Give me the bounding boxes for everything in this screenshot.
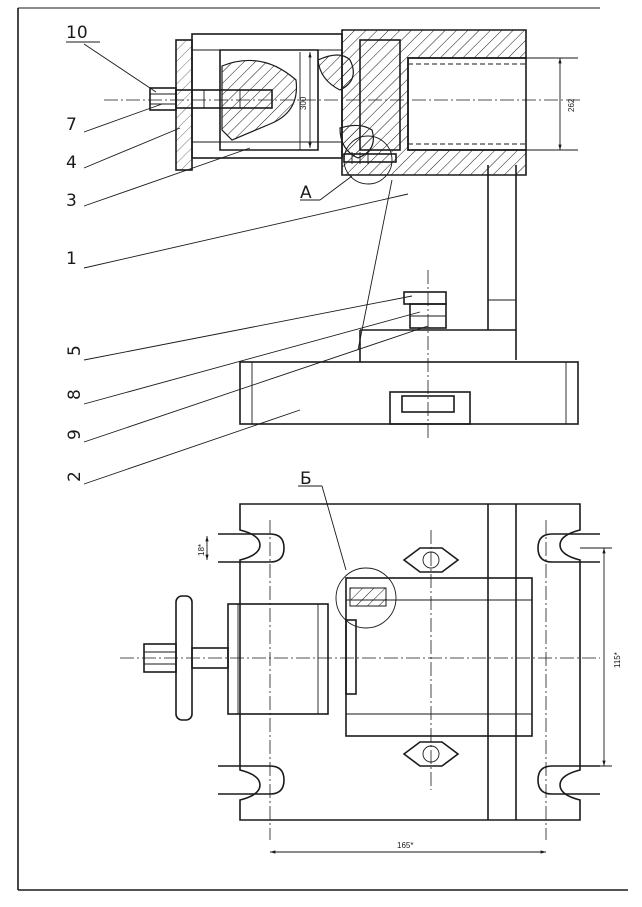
part-label-7: 7 <box>66 115 77 135</box>
slot-right-top <box>537 533 600 563</box>
cylinder-bore <box>407 57 527 151</box>
dim-300: 300 <box>299 96 308 110</box>
plunger <box>219 49 319 151</box>
part-label-9: 9 <box>65 429 85 440</box>
dim-262: 262 <box>567 98 576 112</box>
hex-nut-top <box>402 547 460 573</box>
slot-left-top <box>218 533 285 563</box>
part-label-10: 10 <box>66 23 88 43</box>
threaded-stud <box>175 89 273 109</box>
view-marker-a: А <box>300 183 312 203</box>
part-label-2: 2 <box>65 471 85 482</box>
base-plate <box>239 361 579 425</box>
housing-plan <box>227 603 329 715</box>
part-label-4: 4 <box>66 153 77 173</box>
part-leaders <box>66 41 429 571</box>
detail-b-circle <box>335 567 397 629</box>
detail-a-circle <box>343 135 393 185</box>
base-plan-outline <box>239 503 581 821</box>
dim-115: 115* <box>613 652 622 668</box>
part-label-5: 5 <box>65 345 85 356</box>
bottom-view-plan <box>120 503 600 840</box>
part-label-3: 3 <box>66 191 77 211</box>
sheet-frame <box>17 7 628 891</box>
slot-right-bottom <box>537 765 600 795</box>
dimension-lines <box>205 52 612 854</box>
part-label-8: 8 <box>65 389 85 400</box>
dim-18: 18* <box>197 544 206 556</box>
slot-left-bottom <box>218 765 285 795</box>
view-marker-b: Б <box>300 469 312 489</box>
dim-165: 165* <box>397 841 413 850</box>
top-view-section <box>104 29 580 440</box>
hex-nut-bottom <box>402 741 460 767</box>
part-label-1: 1 <box>66 249 77 269</box>
bolt-head <box>403 291 447 305</box>
